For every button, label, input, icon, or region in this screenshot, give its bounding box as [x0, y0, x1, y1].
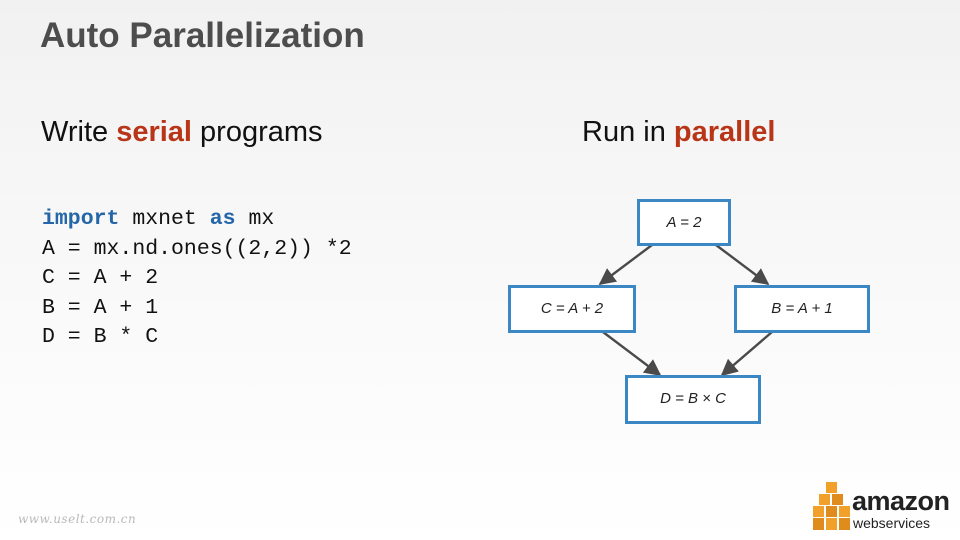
slide-title: Auto Parallelization [40, 16, 365, 55]
code-keyword-import: import [42, 207, 120, 231]
aws-logo-webservices: webservices [853, 515, 931, 531]
right-heading-highlight: parallel [673, 116, 776, 148]
code-text-mxnet: mxnet [119, 207, 210, 231]
code-block: import mxnet as mx A = mx.nd.ones((2,2))… [42, 205, 352, 353]
edge-a-to-c [598, 244, 653, 286]
left-heading-prefix: Write [41, 116, 117, 148]
code-line-c: C = A + 2 [42, 266, 159, 290]
node-a: A = 2 [637, 199, 731, 246]
node-c-box [508, 285, 636, 333]
node-a-box [637, 199, 731, 246]
node-c-label: C = A + 2 [541, 300, 604, 317]
left-heading-suffix: programs [192, 116, 323, 148]
right-heading-prefix: Run in [582, 116, 674, 148]
node-c: C = A + 2 [508, 285, 636, 333]
edge-a-to-b [715, 244, 770, 286]
node-b-label: B = A + 1 [771, 300, 832, 317]
code-line-import: import mxnet as mx [42, 205, 352, 235]
code-text-mx: mx [235, 207, 275, 231]
node-d: D = B × C [625, 375, 761, 424]
code-line-b: B = A + 1 [42, 295, 159, 320]
left-heading-highlight: serial [116, 116, 192, 148]
aws-logo-amazon: amazon [852, 486, 950, 516]
watermark-text: www.uselt.com.cn [18, 512, 137, 526]
node-b-box [734, 285, 870, 333]
aws-logo: amazon webservices [812, 480, 952, 532]
code-line-d: D = B * C [42, 325, 159, 349]
code-line-a: A = mx.nd.ones((2,2)) *2 [42, 236, 352, 261]
edge-c-to-d [602, 331, 662, 377]
node-d-label: D = B × C [660, 390, 726, 407]
left-heading: Write serial programs [41, 116, 323, 149]
node-d-box [625, 375, 761, 424]
right-heading: Run in parallel [582, 116, 775, 149]
edges-group [598, 244, 773, 377]
aws-cube-stack-icon [813, 482, 850, 530]
code-keyword-as: as [209, 207, 236, 231]
node-a-label: A = 2 [666, 214, 703, 231]
node-b: B = A + 1 [734, 285, 870, 333]
edge-b-to-d [720, 331, 773, 377]
